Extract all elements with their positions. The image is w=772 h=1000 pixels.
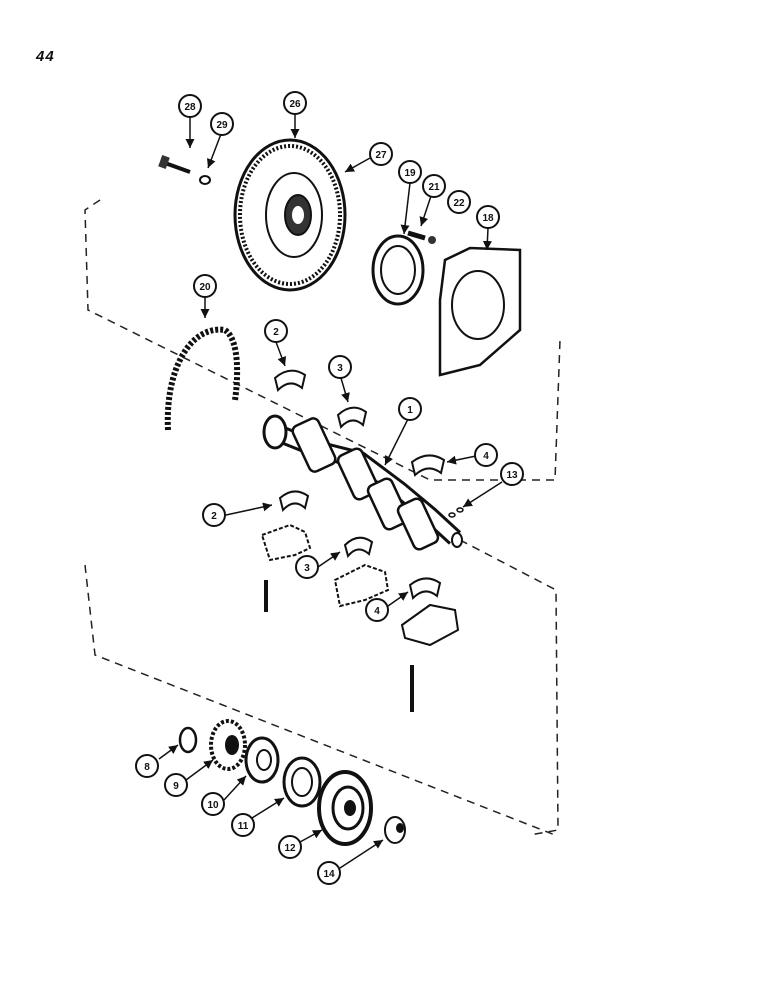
flywheel <box>233 138 347 292</box>
lock-washer <box>199 175 211 185</box>
upper-bearing-shell-2 <box>273 369 307 392</box>
upper-group-outline <box>84 199 561 481</box>
crankshaft-pulley <box>317 770 373 846</box>
callout-18: 18 <box>476 205 500 229</box>
svg-text:21: 21 <box>428 182 440 193</box>
seal-retainer-screw <box>407 230 426 241</box>
callout-26: 26 <box>283 91 307 115</box>
crank-axis-dashed <box>459 539 559 836</box>
main-bearing-cap <box>400 603 460 647</box>
flywheel-bolt <box>158 154 191 174</box>
svg-text:13: 13 <box>506 470 518 481</box>
callout-4-upper: 4 <box>474 443 498 467</box>
rear-seal-gasket <box>164 326 241 431</box>
callout-2-lower: 2 <box>202 503 226 527</box>
svg-text:19: 19 <box>404 168 416 179</box>
svg-text:4: 4 <box>374 606 380 617</box>
callout-2-upper: 2 <box>264 319 288 343</box>
seal-retainer-housing <box>438 246 522 377</box>
svg-text:10: 10 <box>207 800 219 811</box>
svg-text:14: 14 <box>323 869 335 880</box>
main-bearing-cap <box>333 563 390 608</box>
front-spacer-ring <box>178 726 198 754</box>
callout-19: 19 <box>398 160 422 184</box>
lower-bearing-shell-3 <box>343 536 374 559</box>
svg-text:29: 29 <box>216 120 228 131</box>
crankshaft-gear <box>209 719 247 771</box>
callout-9: 9 <box>164 773 188 797</box>
callout-4-lower: 4 <box>365 598 389 622</box>
callout-29: 29 <box>210 112 234 136</box>
lower-bearing-shell-2 <box>278 490 310 513</box>
callout-22: 22 <box>447 190 471 214</box>
callout-28: 28 <box>178 94 202 118</box>
callout-10: 10 <box>201 792 225 816</box>
svg-text:4: 4 <box>483 451 489 462</box>
callout-27: 27 <box>369 142 393 166</box>
svg-text:27: 27 <box>375 150 387 161</box>
svg-text:26: 26 <box>289 99 301 110</box>
svg-text:11: 11 <box>238 821 249 832</box>
page-number: 44 <box>36 48 55 65</box>
svg-text:20: 20 <box>199 282 211 293</box>
callout-21: 21 <box>422 174 446 198</box>
callout-1: 1 <box>398 397 422 421</box>
main-bearing-cap <box>260 523 312 562</box>
callout-8: 8 <box>135 754 159 778</box>
lower-group-outline <box>84 564 556 836</box>
svg-text:2: 2 <box>211 511 217 522</box>
pulley-nut <box>384 816 406 844</box>
svg-text:9: 9 <box>173 781 179 792</box>
callout-3-upper: 3 <box>328 355 352 379</box>
svg-text:28: 28 <box>184 102 196 113</box>
leader-lines <box>158 114 503 869</box>
callout-14: 14 <box>317 861 341 885</box>
svg-text:1: 1 <box>407 405 413 416</box>
svg-text:8: 8 <box>144 762 150 773</box>
callout-11: 11 <box>231 813 255 837</box>
callout-13: 13 <box>500 462 524 486</box>
callout-3-lower: 3 <box>295 555 319 579</box>
rear-oil-seal <box>371 234 425 306</box>
crankshaft <box>262 414 463 551</box>
dowel-pin <box>456 507 464 513</box>
lower-bearing-shell-4 <box>408 577 442 600</box>
upper-bearing-shell-3 <box>336 406 368 430</box>
svg-text:18: 18 <box>482 213 494 224</box>
svg-text:3: 3 <box>304 563 310 574</box>
svg-text:2: 2 <box>273 327 279 338</box>
upper-bearing-shell-4 <box>410 454 446 477</box>
oil-slinger <box>244 736 280 784</box>
seal-retainer-nut <box>428 236 436 244</box>
svg-text:22: 22 <box>453 198 465 209</box>
svg-text:12: 12 <box>284 843 296 854</box>
callout-12: 12 <box>278 835 302 859</box>
front-oil-seal <box>282 756 322 808</box>
dowel-pin <box>448 512 456 518</box>
svg-text:3: 3 <box>337 363 343 374</box>
callout-20: 20 <box>193 274 217 298</box>
